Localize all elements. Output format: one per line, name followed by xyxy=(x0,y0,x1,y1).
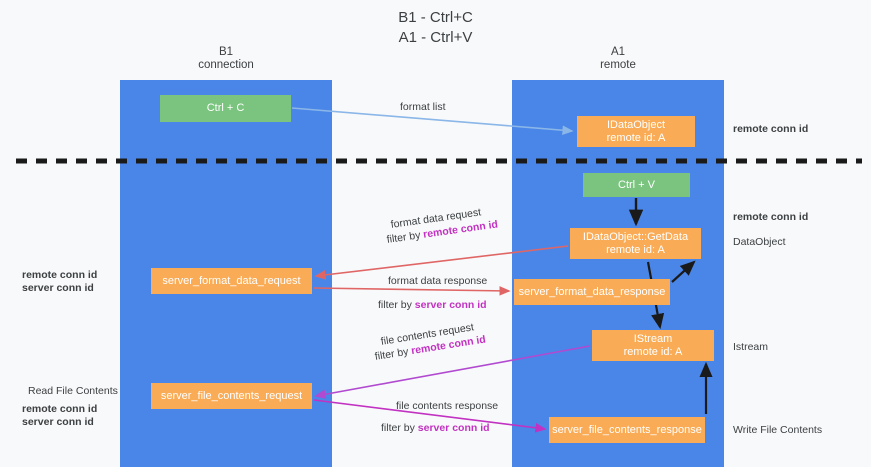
node-ctrl-c-label: Ctrl + C xyxy=(206,102,245,114)
lane-a1-sub: remote xyxy=(600,59,636,71)
edge-label-file-contents-response: file contents response xyxy=(396,400,499,412)
node-istream-line2: remote id: A xyxy=(623,345,683,358)
annotation-dataobject: DataObject xyxy=(733,236,786,248)
lane-b1-sub: connection xyxy=(198,59,254,71)
node-idataobject-line2: remote id: A xyxy=(606,131,666,144)
edge-format-data-response xyxy=(313,286,511,296)
filter-key-server-conn-id: server conn id xyxy=(417,422,490,434)
node-getdata-line2: remote id: A xyxy=(606,243,665,256)
node-server-format-data-request-label: server_format_data_request xyxy=(162,274,301,287)
annotation-left-remote-conn-id-2: remote conn id xyxy=(22,403,98,415)
annotation-read-file-contents: Read File Contents xyxy=(28,385,118,397)
node-getdata-line1: IDataObject::GetData xyxy=(582,230,689,243)
filter-prefix: filter by xyxy=(374,345,413,363)
node-server-file-contents-request[interactable]: server_file_contents_request xyxy=(151,383,312,409)
annotation-remote-conn-id-mid: remote conn id xyxy=(733,211,809,223)
node-ctrl-v-label: Ctrl + V xyxy=(618,178,655,191)
lane-b1-name: B1 xyxy=(218,46,234,58)
filter-key-server-conn-id: server conn id xyxy=(414,299,487,311)
node-server-file-contents-request-label: server_file_contents_request xyxy=(160,389,303,402)
annotation-remote-conn-id-top: remote conn id xyxy=(733,123,809,135)
annotation-istream: Istream xyxy=(733,341,769,353)
lane-header-a1: A1 remote xyxy=(512,46,724,72)
node-server-format-data-response-label: server_format_data_response xyxy=(518,285,666,298)
filter-prefix: filter by xyxy=(381,422,418,434)
filter-prefix: filter by xyxy=(378,299,415,311)
page-title: B1 - Ctrl+C A1 - Ctrl+V xyxy=(0,8,871,48)
lane-header-b1: B1 connection xyxy=(120,46,332,72)
node-istream-line1: IStream xyxy=(633,332,673,345)
lane-a1-name: A1 xyxy=(610,46,626,58)
node-server-file-contents-response[interactable]: server_file_contents_response xyxy=(549,417,705,443)
node-server-file-contents-response-label: server_file_contents_response xyxy=(552,423,702,436)
node-idataobject[interactable]: IDataObject remote id: A xyxy=(577,116,695,147)
node-idataobject-getdata[interactable]: IDataObject::GetData remote id: A xyxy=(570,228,701,259)
annotation-left-server-conn-id-1: server conn id xyxy=(22,282,94,294)
edge-label-file-contents-response-filter: filter by server conn id xyxy=(381,422,490,435)
edge-label-format-list: format list xyxy=(400,101,446,113)
node-ctrl-c[interactable]: Ctrl + C xyxy=(160,95,291,122)
node-server-format-data-request[interactable]: server_format_data_request xyxy=(151,268,312,294)
annotation-left-remote-conn-id-1: remote conn id xyxy=(22,269,98,281)
edge-label-format-data-response: format data response xyxy=(388,275,488,287)
edge-label-format-data-response-filter: filter by server conn id xyxy=(378,299,487,312)
annotation-left-server-conn-id-2: server conn id xyxy=(22,416,94,428)
node-ctrl-v[interactable]: Ctrl + V xyxy=(583,173,690,197)
node-server-format-data-response[interactable]: server_format_data_response xyxy=(514,279,670,305)
title-line-1: B1 - Ctrl+C xyxy=(398,9,473,26)
node-idataobject-line1: IDataObject xyxy=(606,118,666,131)
node-istream[interactable]: IStream remote id: A xyxy=(592,330,714,361)
annotation-write-file-contents: Write File Contents xyxy=(733,424,823,436)
title-line-2: A1 - Ctrl+V xyxy=(398,29,473,46)
